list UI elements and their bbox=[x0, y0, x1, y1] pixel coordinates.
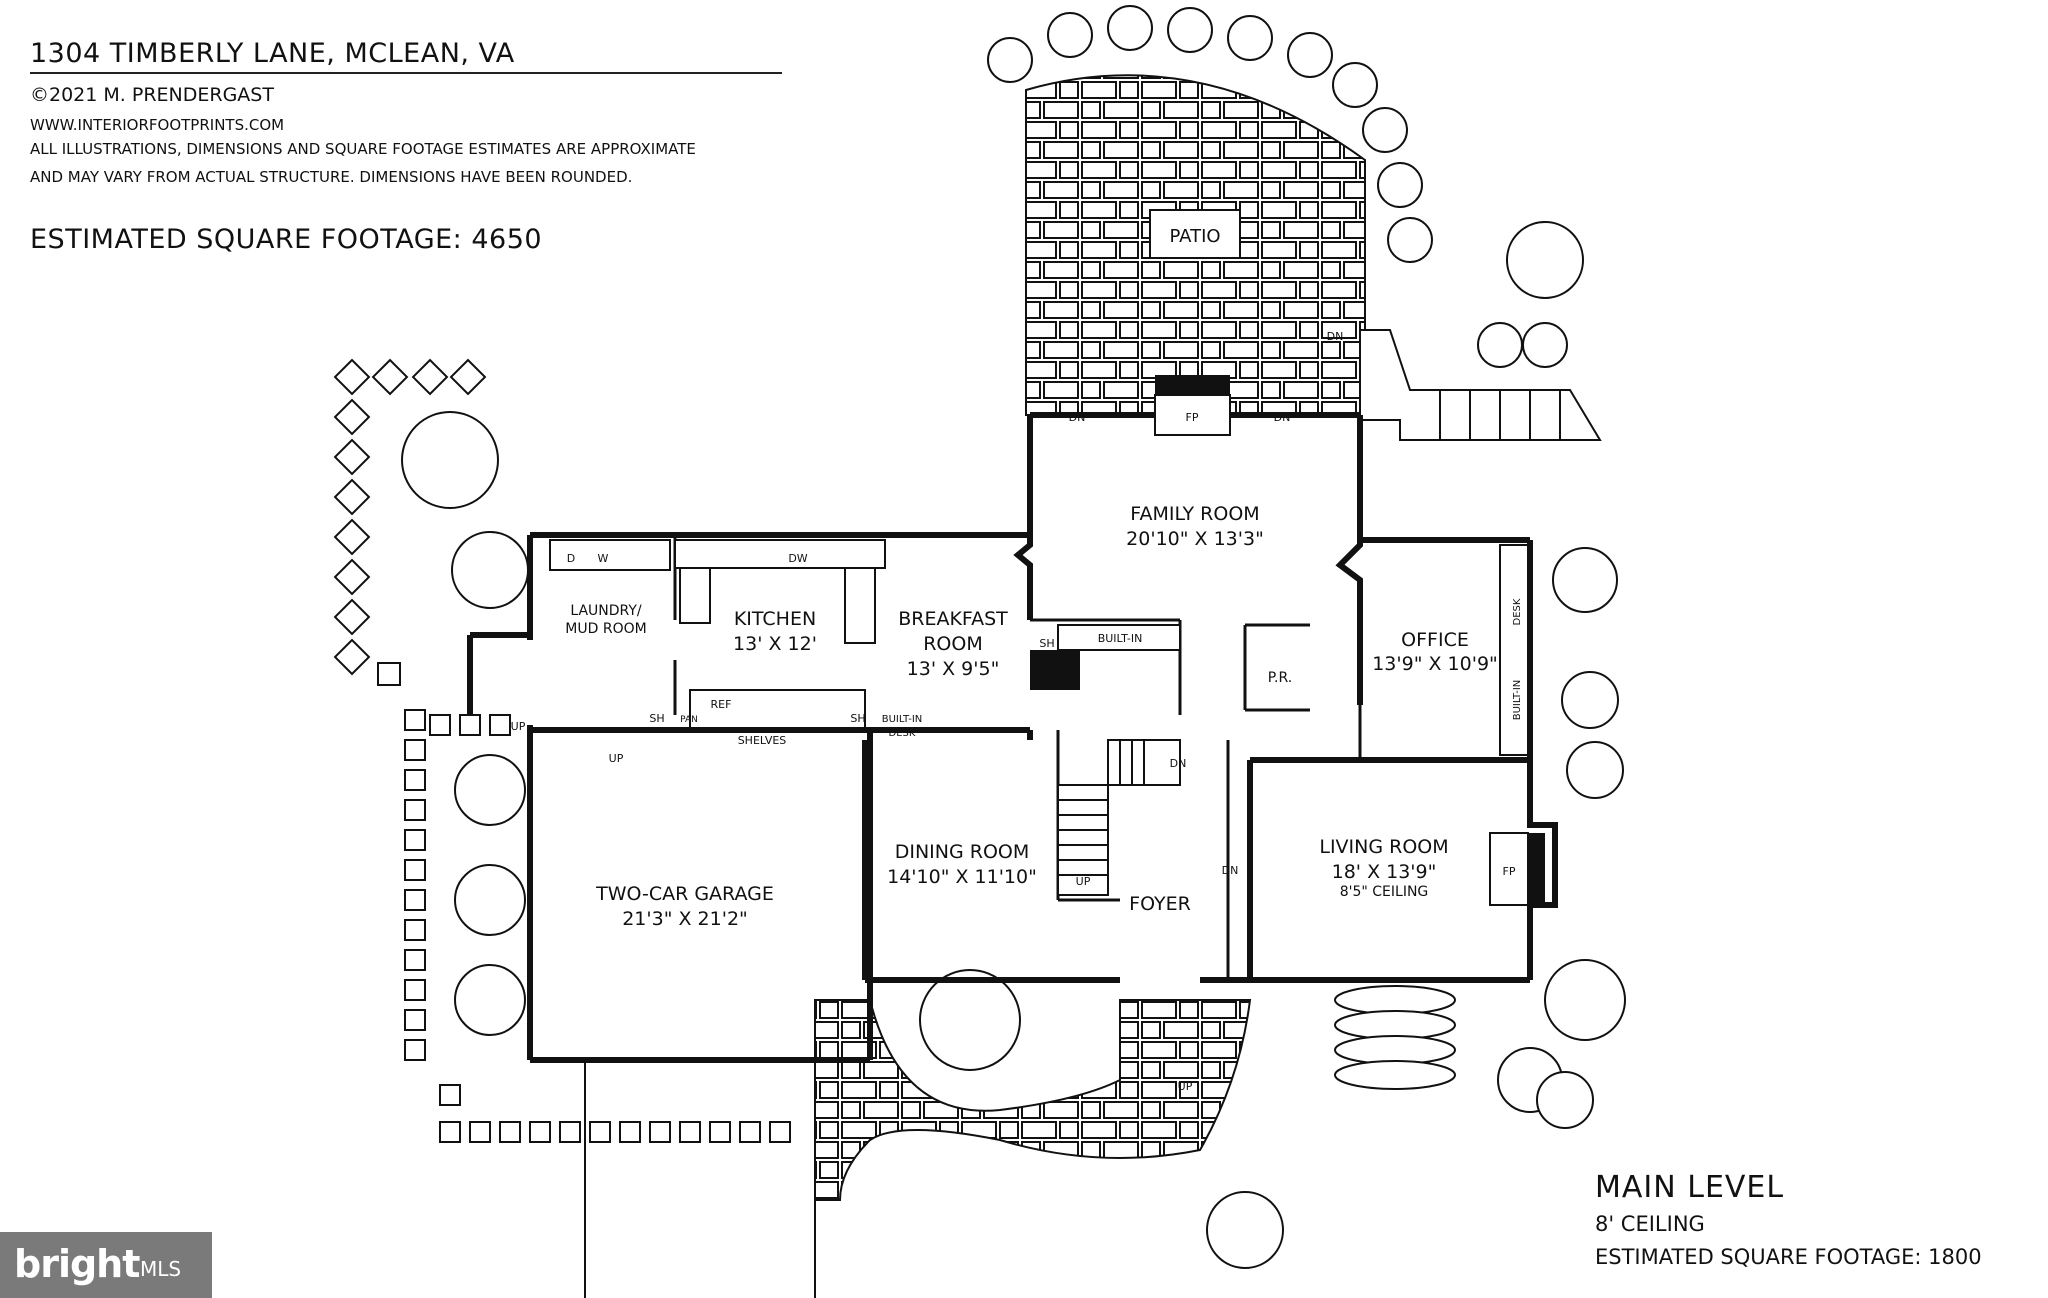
kitchen-desk-label: DESK bbox=[889, 728, 916, 739]
ref-label: REF bbox=[711, 698, 732, 711]
front-up-label: UP bbox=[1178, 1080, 1193, 1093]
kitchen-sh-label: SH bbox=[850, 712, 865, 725]
copyright-line: ©2021 M. PRENDERGAST bbox=[30, 84, 274, 106]
mud-sh-label: SH bbox=[649, 712, 664, 725]
washer-label: W bbox=[598, 552, 609, 565]
kitchen-dims: 13' X 12' bbox=[733, 633, 817, 655]
family-fp-label: FP bbox=[1186, 411, 1199, 424]
laundry-name-2: MUD ROOM bbox=[565, 621, 646, 637]
breakfast-name: BREAKFAST bbox=[898, 608, 1008, 630]
dryer-label: D bbox=[567, 552, 575, 565]
level-square-footage: ESTIMATED SQUARE FOOTAGE: 1800 bbox=[1595, 1245, 1982, 1269]
pantry-sh-label: SH bbox=[1039, 637, 1054, 650]
dining-dims: 14'10" X 11'10" bbox=[887, 866, 1037, 888]
stair-dn-label: DN bbox=[1170, 757, 1187, 770]
watermark-suffix: MLS bbox=[140, 1257, 182, 1281]
address-underline bbox=[30, 72, 782, 74]
office-builtins bbox=[1499, 544, 1529, 756]
breakfast-dims: 13' X 9'5" bbox=[907, 658, 1000, 680]
garage-name: TWO-CAR GARAGE bbox=[595, 883, 774, 905]
breakfast-name-2: ROOM bbox=[923, 633, 983, 655]
stair-up-label: UP bbox=[1076, 875, 1091, 888]
staircase bbox=[1057, 739, 1181, 896]
living-dims: 18' X 13'9" bbox=[1332, 861, 1437, 883]
room-labels: FAMILY ROOM 20'10" X 13'3" OFFICE 13'9" … bbox=[565, 503, 1497, 930]
garage-dims: 21'3" X 21'2" bbox=[622, 908, 748, 930]
living-fp-label: FP bbox=[1503, 865, 1516, 878]
property-address: 1304 TIMBERLY LANE, MCLEAN, VA bbox=[30, 38, 515, 69]
driveway bbox=[584, 1060, 816, 1298]
shelves-label: SHELVES bbox=[738, 734, 787, 747]
office-desk-label: DESK bbox=[1512, 598, 1523, 625]
family-dn-left-label: DN bbox=[1069, 411, 1086, 424]
watermark-brand: bright bbox=[14, 1242, 140, 1286]
kitchen-cabinets bbox=[549, 539, 1181, 729]
square-pavers bbox=[377, 662, 791, 1143]
disclaimer-line-2: AND MAY VARY FROM ACTUAL STRUCTURE. DIME… bbox=[30, 168, 633, 186]
mud-up-label: UP bbox=[511, 720, 526, 733]
living-ceiling: 8'5" CEILING bbox=[1340, 884, 1429, 900]
front-walkway: UP bbox=[814, 999, 1252, 1201]
level-title: MAIN LEVEL bbox=[1595, 1170, 1785, 1205]
garage-up-label: UP bbox=[609, 752, 624, 765]
family-room-name: FAMILY ROOM bbox=[1130, 503, 1259, 525]
powder-room-label: P.R. bbox=[1268, 670, 1292, 686]
family-dn-right-label: DN bbox=[1274, 411, 1291, 424]
laundry-name: LAUNDRY/ bbox=[570, 603, 642, 619]
fixture-labels: FP FP DN DN DN DN UP UP UP SH SH SH PAN … bbox=[511, 411, 1523, 888]
diamond-pavers bbox=[333, 358, 487, 676]
patio-dn-label: DN bbox=[1327, 330, 1344, 343]
website-line: WWW.INTERIORFOOTPRINTS.COM bbox=[30, 116, 285, 134]
office-name: OFFICE bbox=[1401, 629, 1469, 651]
level-ceiling: 8' CEILING bbox=[1595, 1212, 1705, 1236]
bright-mls-watermark: bright MLS bbox=[0, 1232, 212, 1298]
hedge-row bbox=[1334, 985, 1456, 1090]
foyer-name: FOYER bbox=[1129, 893, 1191, 915]
office-dims: 13'9" X 10'9" bbox=[1372, 653, 1498, 675]
exterior-walls bbox=[467, 412, 1558, 1063]
landscape-trees bbox=[401, 5, 1626, 1269]
kitchen-name: KITCHEN bbox=[734, 608, 816, 630]
disclaimer-line-1: ALL ILLUSTRATIONS, DIMENSIONS AND SQUARE… bbox=[30, 140, 696, 158]
living-name: LIVING ROOM bbox=[1319, 836, 1448, 858]
office-builtin-label: BUILT-IN bbox=[1512, 680, 1523, 721]
dining-name: DINING ROOM bbox=[895, 841, 1030, 863]
dw-label: DW bbox=[788, 552, 807, 565]
fireplaces bbox=[1030, 375, 1545, 906]
total-square-footage: ESTIMATED SQUARE FOOTAGE: 4650 bbox=[30, 224, 543, 255]
patio-area: PATIO DN bbox=[1025, 74, 1602, 441]
family-room-dims: 20'10" X 13'3" bbox=[1126, 528, 1264, 550]
breakfast-builtin-label: BUILT-IN bbox=[1098, 632, 1143, 645]
pantry-label: PAN bbox=[680, 715, 698, 725]
kitchen-builtin-label: BUILT-IN bbox=[882, 714, 923, 725]
patio-label: PATIO bbox=[1169, 226, 1220, 247]
foyer-dn-label: DN bbox=[1222, 864, 1239, 877]
